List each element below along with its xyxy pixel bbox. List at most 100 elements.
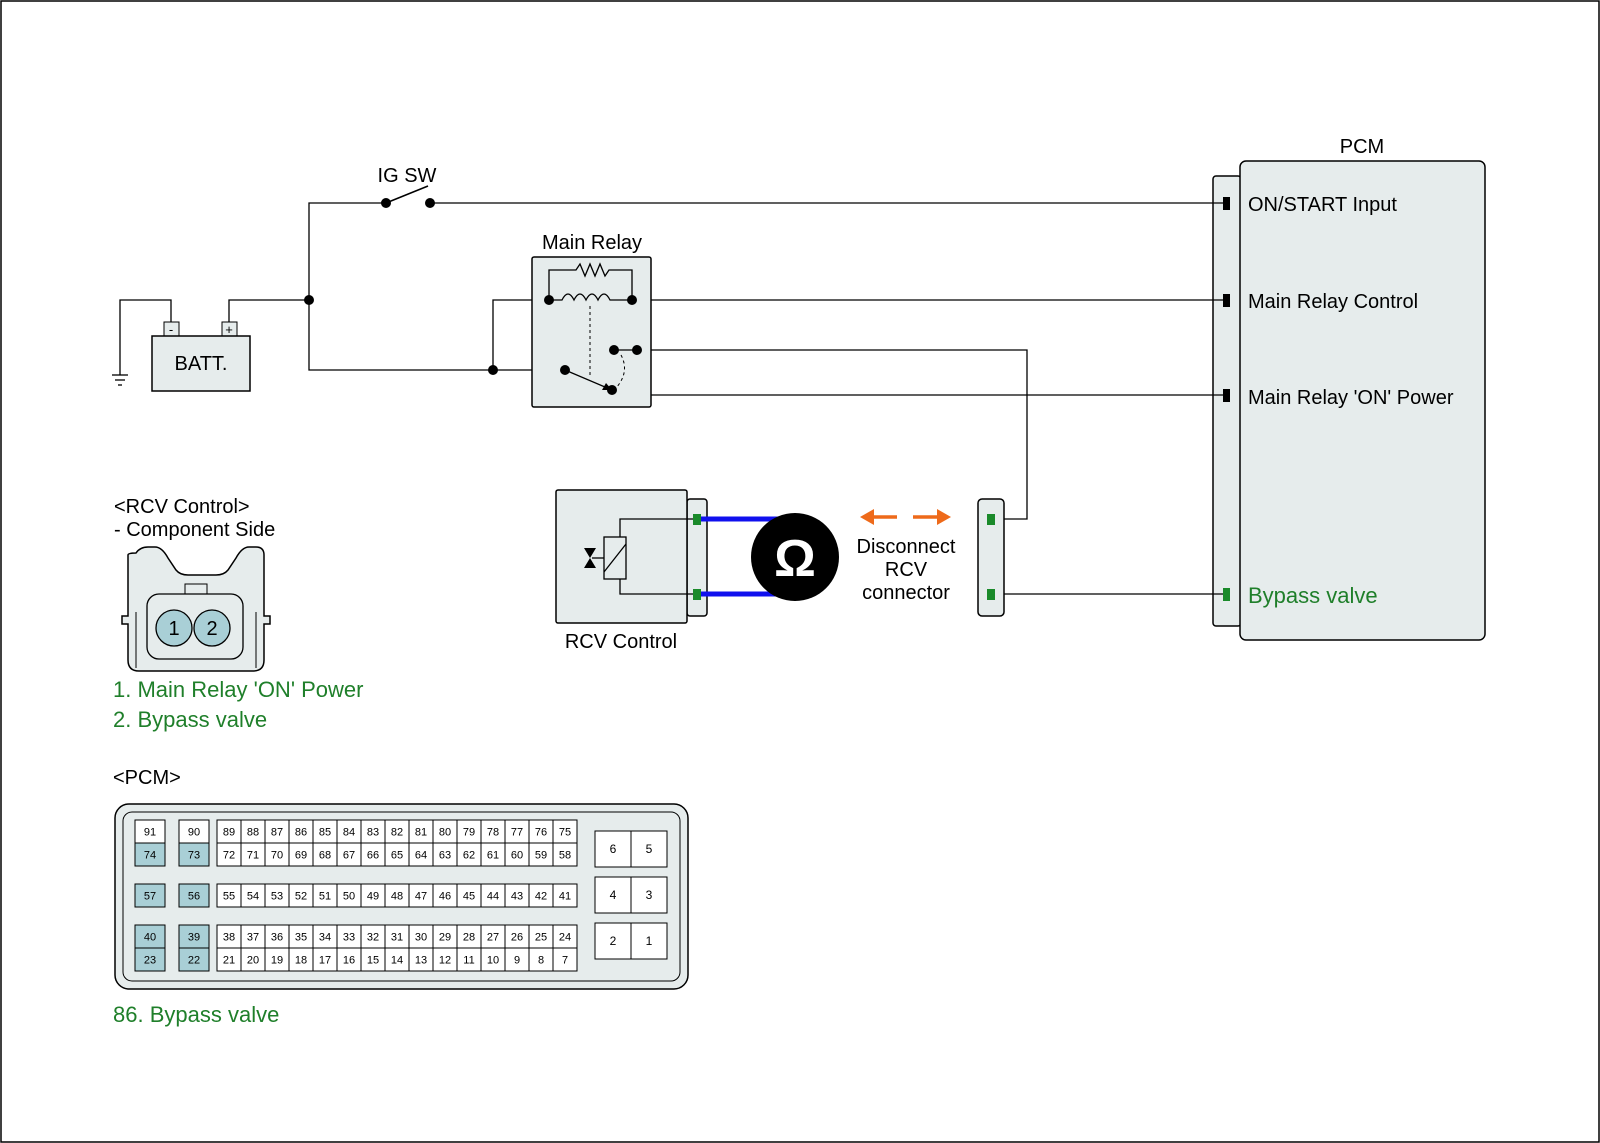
ig-sw-label: IG SW: [378, 165, 437, 187]
relay-nc-dot: [607, 385, 617, 395]
pcm-pin-label-17: 17: [319, 955, 331, 967]
pcm-pin-label-19: 19: [271, 955, 283, 967]
pcm-pin-cell-23: [134, 947, 166, 972]
pcm-pin-label-63: 63: [439, 850, 451, 862]
rcv-pin-1: [693, 514, 701, 525]
pcm-pin-cell-22: [178, 947, 210, 972]
pcm-pin-label-12: 12: [439, 955, 451, 967]
pcm-pin-label-26: 26: [511, 932, 523, 944]
pcm-body: [1239, 160, 1486, 641]
ig-sw-contact-left: [381, 198, 391, 208]
rcv-face-pin-1: [155, 609, 193, 647]
pcm-pin-label-85: 85: [319, 827, 331, 839]
pcm-pin-label-32: 32: [367, 932, 379, 944]
pcm-label-main-relay-control: Main Relay Control: [1248, 291, 1418, 313]
pcm-pin-label-74: 74: [144, 850, 156, 862]
disconnect-label-2: RCV: [885, 559, 928, 581]
rcv-control-body: [555, 489, 688, 624]
battery: - + BATT.: [151, 321, 251, 392]
pcm-pin-label-83: 83: [367, 827, 379, 839]
batt-pos-wire: [228, 299, 309, 325]
disconnect-indicator: Disconnect RCV connector: [857, 509, 956, 604]
rcv-harness-connector: [977, 498, 1005, 617]
pcm-pin-label-39: 39: [188, 932, 200, 944]
arrow-right-icon: [937, 509, 951, 525]
pcm-pin-cell-5: [630, 830, 668, 868]
pcm-pin-label-11: 11: [463, 955, 474, 967]
pcm-pin-label-90: 90: [188, 827, 200, 839]
rcv-solenoid-diag: [603, 543, 627, 573]
pcm-pin-label-71: 71: [247, 850, 259, 862]
pcm-pin-label-84: 84: [343, 827, 355, 839]
relay-switch-in-dot: [560, 365, 570, 375]
batt-body: [151, 335, 251, 392]
relay-contact-dot: [609, 345, 619, 355]
pcm-pin-cell-74: [134, 842, 166, 867]
rcv-face-pin-2-label: 2: [206, 618, 217, 640]
pcm-pin-label-37: 37: [247, 932, 259, 944]
pcm-pin-cell-41: [552, 883, 578, 908]
pcm-face-heading: <PCM>: [113, 767, 181, 789]
pcm-pin-cell-7: [552, 947, 578, 972]
rcv-solenoid-wire-2: [619, 579, 693, 595]
pcm-pin-label-36: 36: [271, 932, 283, 944]
pcm-pin-label-3: 3: [646, 888, 653, 902]
pcm-pin-label-14: 14: [391, 955, 403, 967]
rcv-control: RCV Control: [555, 489, 708, 653]
pcm-face-legend: 86. Bypass valve: [113, 1002, 279, 1027]
pcm-pin-main-relay-on-power: [1223, 389, 1230, 402]
pcm-pin-label-75: 75: [559, 827, 571, 839]
pcm-pin-label-49: 49: [367, 891, 379, 903]
pcm-pin-label-34: 34: [319, 932, 331, 944]
pcm-pin-label-79: 79: [463, 827, 475, 839]
pcm-pin-label-40: 40: [144, 932, 156, 944]
pcm-pin-label-88: 88: [247, 827, 259, 839]
pcm-pin-label-50: 50: [343, 891, 355, 903]
ground-wire: [119, 299, 172, 375]
rcv-pin-2: [693, 589, 701, 600]
batt-pos-sign: +: [225, 322, 233, 337]
pcm-pin-label-18: 18: [295, 955, 307, 967]
pcm-pin-label-51: 51: [319, 891, 331, 903]
pcm-title: PCM: [1340, 136, 1384, 158]
pcm-pin-label-65: 65: [391, 850, 403, 862]
arrow-left-icon: [860, 509, 874, 525]
rcv-valve-icon: [584, 548, 596, 568]
pcm-pin-cell-57: [134, 883, 166, 908]
pcm-pin-label-38: 38: [223, 932, 235, 944]
rcv-harness-pin-1: [987, 514, 995, 525]
pcm-pin-label-7: 7: [562, 955, 568, 967]
main-relay: Main Relay: [531, 232, 652, 408]
pcm-pin-label-35: 35: [295, 932, 307, 944]
pcm-pin-label-81: 81: [415, 827, 427, 839]
pcm-pin-label-82: 82: [391, 827, 403, 839]
rcv-solenoid-wire: [619, 518, 693, 537]
batt-label: BATT.: [175, 353, 228, 375]
pcm-pin-label-78: 78: [487, 827, 499, 839]
pcm-pin-label-10: 10: [487, 955, 499, 967]
ig-switch: IG SW: [378, 165, 437, 208]
pcm-pin-label-89: 89: [223, 827, 235, 839]
pcm-pin-label-42: 42: [535, 891, 547, 903]
batt-neg-sign: -: [169, 322, 173, 337]
pcm-pin-label-68: 68: [319, 850, 331, 862]
pcm-pin-label-80: 80: [439, 827, 451, 839]
pcm-pin-label-66: 66: [367, 850, 379, 862]
pcm-pin-label-46: 46: [439, 891, 451, 903]
pcm-pin-label-5: 5: [646, 842, 653, 856]
ohmmeter-icon: [751, 513, 839, 601]
pcm-pin-label-73: 73: [188, 850, 200, 862]
pcm-label-main-relay-on-power: Main Relay 'ON' Power: [1248, 387, 1454, 409]
pcm-pin-label-55: 55: [223, 891, 235, 903]
pcm-label-on-start: ON/START Input: [1248, 194, 1397, 216]
pcm-pin-label-48: 48: [391, 891, 403, 903]
pcm-pin-label-29: 29: [439, 932, 451, 944]
pcm-pin-cell-2: [594, 922, 632, 960]
relay-feed-wire: [308, 300, 565, 371]
pcm-pin-label-72: 72: [223, 850, 235, 862]
coil-feed-wire: [492, 299, 549, 370]
pcm-pin-label-2: 2: [610, 934, 617, 948]
